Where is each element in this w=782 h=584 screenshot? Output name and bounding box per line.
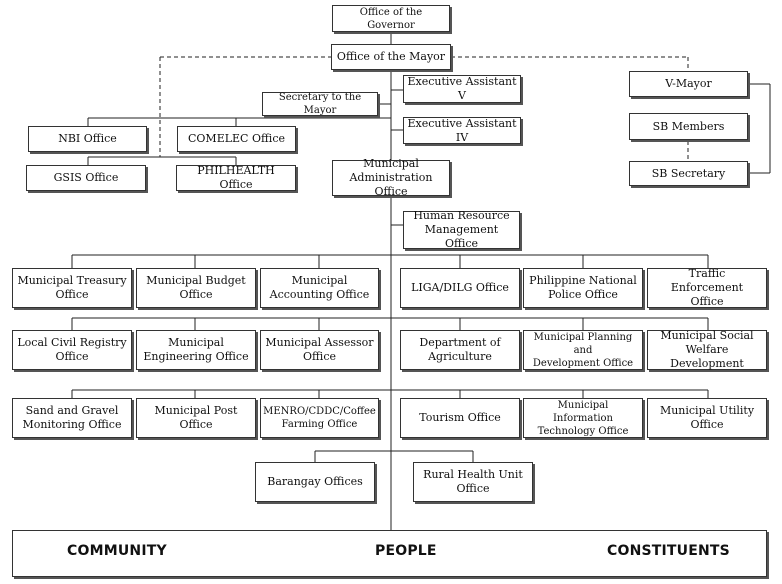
gsis-office-box: GSIS Office	[26, 165, 146, 191]
post-office-box: Municipal Post Office	[136, 398, 256, 438]
executive-assistant-v-box: Executive Assistant V	[403, 75, 521, 103]
barangay-offices-box: Barangay Offices	[255, 462, 375, 502]
sb-members-box: SB Members	[629, 113, 748, 140]
people-label: PEOPLE	[375, 543, 437, 559]
executive-assistant-iv-box: Executive Assistant IV	[403, 117, 521, 144]
liga-dilg-office-box: LIGA/DILG Office	[400, 268, 520, 308]
secretary-to-mayor-box: Secretary to the Mayor	[262, 92, 378, 116]
comelec-office-box: COMELEC Office	[177, 126, 296, 152]
philhealth-office-box: PHILHEALTH Office	[176, 164, 296, 191]
sb-secretary-box: SB Secretary	[629, 161, 748, 186]
tourism-office-box: Tourism Office	[400, 398, 520, 438]
community-footer-box: COMMUNITY PEOPLE CONSTITUENTS	[12, 530, 767, 577]
vice-mayor-box: V-Mayor	[629, 71, 748, 97]
mayor-office-box: Office of the Mayor	[331, 44, 451, 70]
governor-office-box: Office of the Governor	[332, 5, 450, 32]
nbi-office-box: NBI Office	[28, 126, 147, 152]
constituents-label: CONSTITUENTS	[607, 543, 730, 559]
community-label: COMMUNITY	[67, 543, 167, 559]
